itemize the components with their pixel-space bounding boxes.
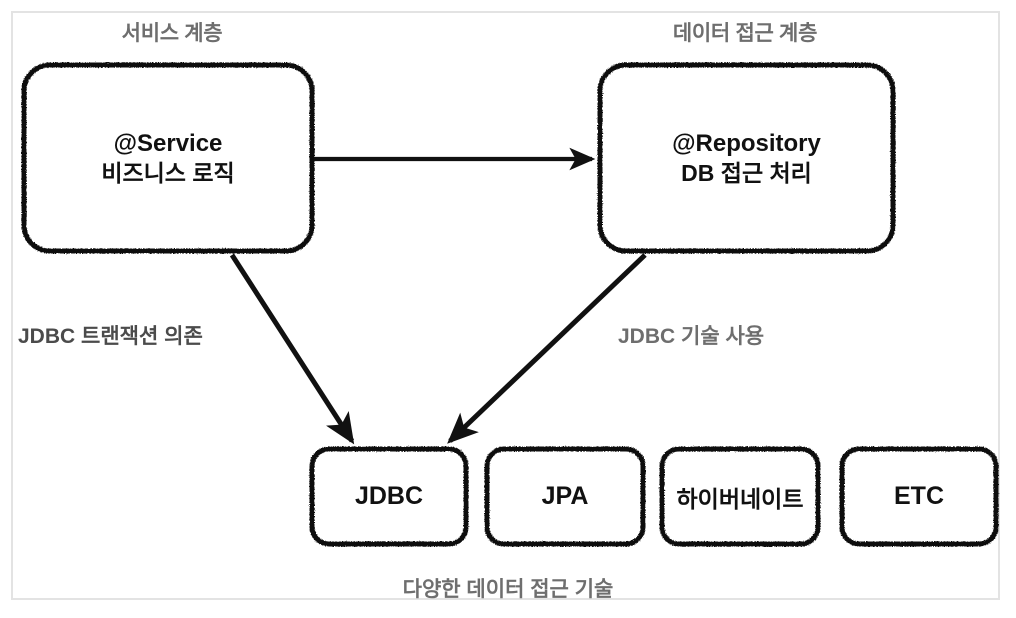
tech-box-hibernate[interactable]: 하이버네이트 (660, 447, 820, 546)
tech-box-hibernate-label: 하이버네이트 (676, 485, 804, 512)
tech-box-jdbc-label: JDBC (354, 482, 424, 510)
layer-title-data-access: 데이터 접근 계층 (672, 22, 818, 45)
edge-label-jdbc-transaction-dependency: JDBC 트랜잭션 의존 (18, 325, 203, 348)
node-repository[interactable]: @Repository DB 접근 처리 (598, 63, 895, 253)
tech-box-jpa[interactable]: JPA (485, 447, 645, 546)
node-service-title: @Service (113, 130, 223, 158)
node-repository-title: @Repository (672, 130, 821, 158)
tech-box-jpa-label: JPA (541, 482, 589, 510)
edge-label-jdbc-technology-usage: JDBC 기술 사용 (618, 325, 765, 348)
node-service-subtitle: 비즈니스 로직 (101, 159, 235, 186)
node-service[interactable]: @Service 비즈니스 로직 (22, 63, 314, 253)
bottom-caption: 다양한 데이터 접근 기술 (402, 578, 614, 601)
tech-box-etc-label: ETC (894, 482, 944, 510)
layer-title-service: 서비스 계층 (121, 22, 223, 45)
tech-box-etc[interactable]: ETC (840, 447, 998, 546)
tech-box-jdbc[interactable]: JDBC (310, 447, 468, 546)
node-repository-subtitle: DB 접근 처리 (681, 159, 812, 186)
